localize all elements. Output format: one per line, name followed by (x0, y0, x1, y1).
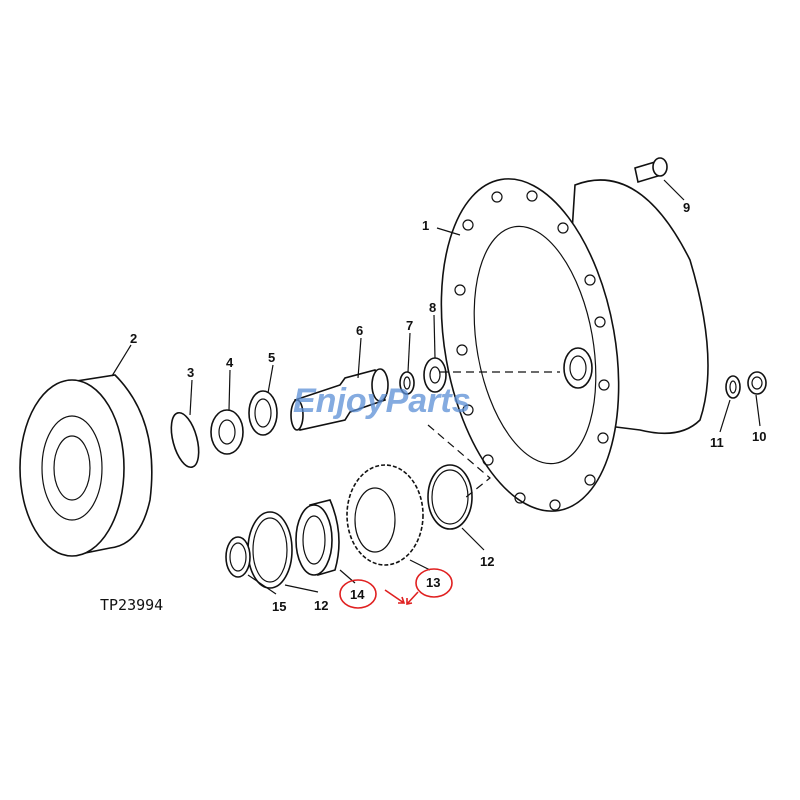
callout-4: 4 (226, 355, 234, 370)
callout-13: 13 (426, 575, 440, 590)
callout-6: 6 (356, 323, 363, 338)
highlight-circle-14 (339, 579, 377, 609)
callout-11: 11 (710, 435, 724, 450)
callout-2: 2 (130, 331, 137, 346)
part-4-ring (210, 409, 244, 455)
part-13-gear (346, 464, 424, 566)
red-arrow-icon (384, 589, 419, 605)
part-7-washer (399, 371, 415, 395)
callout-14: 14 (350, 587, 365, 602)
part-14-bearing (295, 499, 340, 577)
callout-12-left: 12 (314, 598, 328, 613)
part-12-snap-ring-left (247, 511, 293, 589)
part-12-snap-ring-right (427, 464, 473, 530)
part-5-ring (248, 390, 278, 436)
callout-10: 10 (752, 429, 766, 444)
callout-5: 5 (268, 350, 275, 365)
part-11-seal (725, 375, 741, 399)
part-15-retaining-ring (225, 536, 251, 578)
callout-9: 9 (683, 200, 690, 215)
highlight-circle-13 (415, 568, 453, 598)
part-3-plate (170, 411, 200, 469)
highlight-marks (339, 568, 453, 609)
part-9-bolt (634, 157, 668, 184)
watermark-logo: EnjoyParts (293, 382, 471, 420)
figure-code: TP23994 (100, 596, 163, 614)
callout-3: 3 (187, 365, 194, 380)
assembly-centerline (427, 371, 560, 499)
callout-8: 8 (429, 300, 436, 315)
callout-7: 7 (406, 318, 413, 333)
callout-15: 15 (272, 599, 286, 614)
callout-1: 1 (422, 218, 429, 233)
callout-12-right: 12 (480, 554, 494, 569)
part-2-motor (19, 374, 153, 557)
part-1-housing (440, 178, 709, 512)
part-6-shaft (290, 368, 389, 431)
part-10-plug (747, 371, 767, 395)
